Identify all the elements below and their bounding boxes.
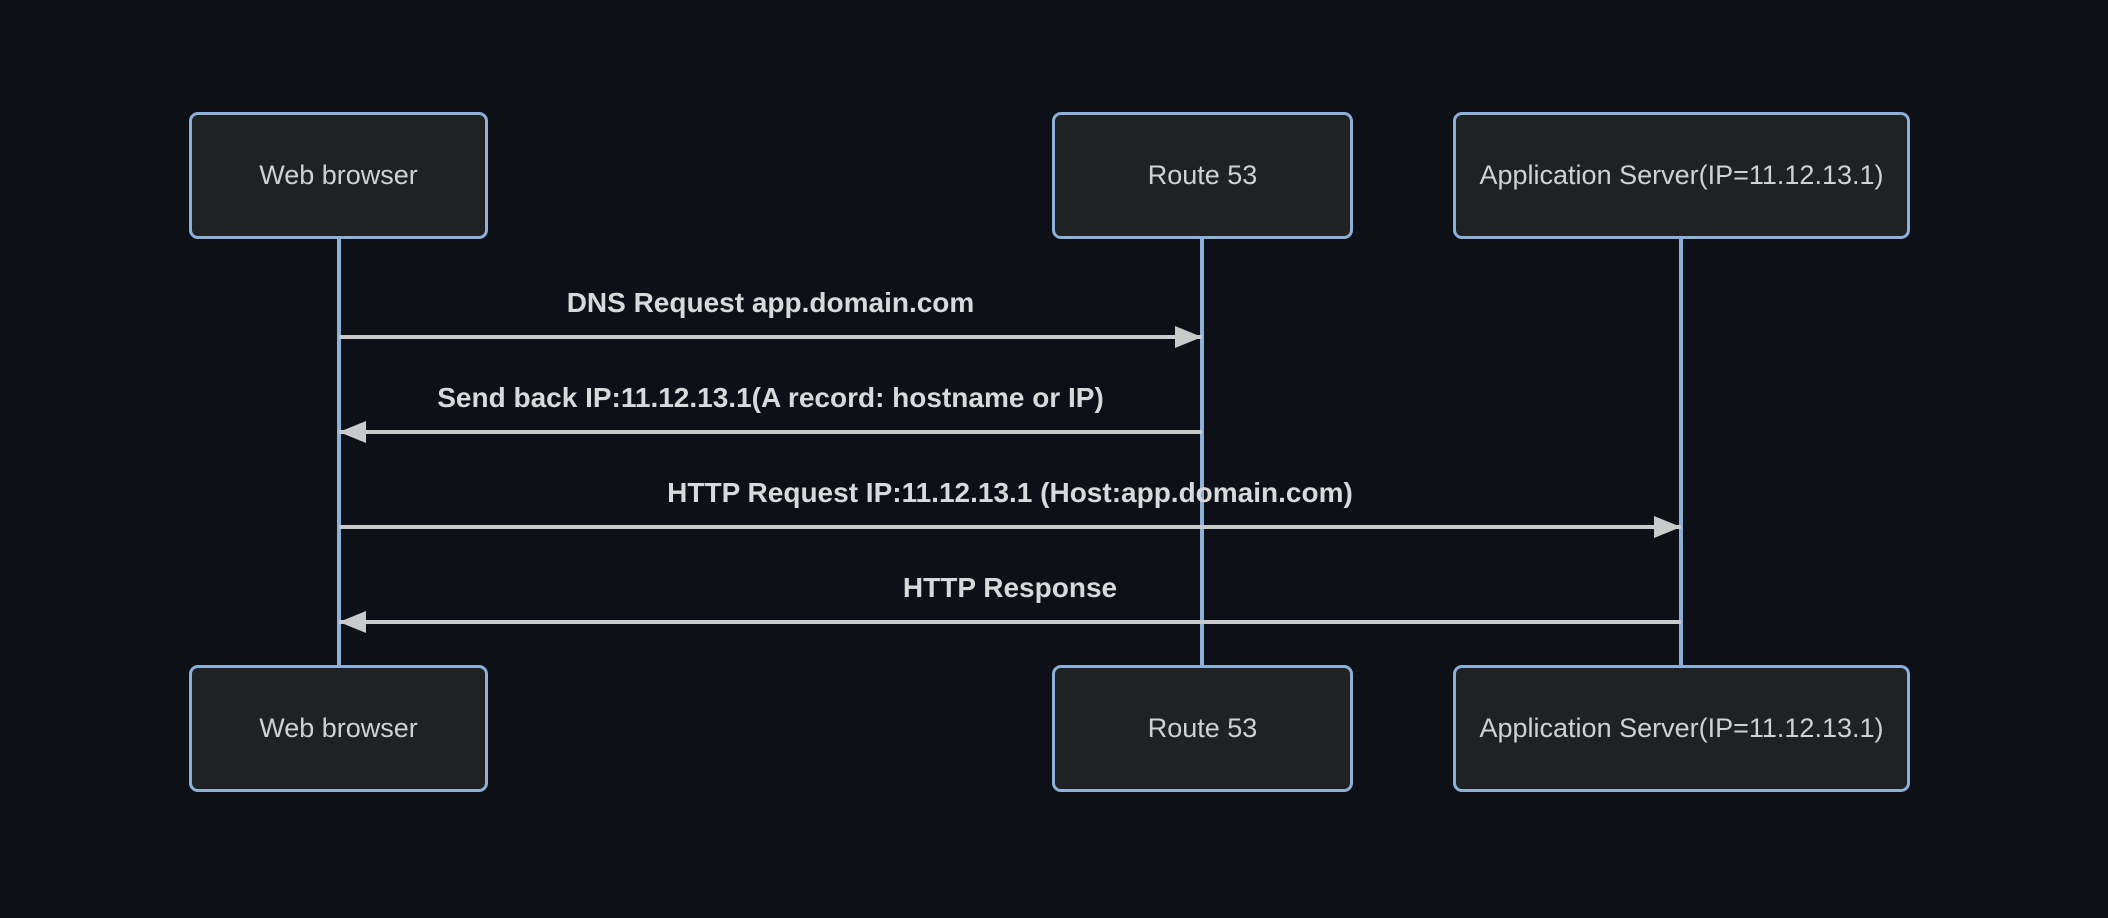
lifeline-web-browser <box>337 239 341 665</box>
message-label-send-back-ip: Send back IP:11.12.13.1(A record: hostna… <box>437 382 1104 413</box>
message-label-dns-request: DNS Request app.domain.com <box>566 287 975 318</box>
message-line-dns-request <box>339 335 1202 339</box>
arrow-head-right-icon <box>1654 516 1681 538</box>
lifeline-route53 <box>1200 239 1204 665</box>
actor-box-application-server-bottom: Application Server(IP=11.12.13.1) <box>1453 665 1910 792</box>
arrow-head-left-icon <box>339 611 366 633</box>
actor-box-route53-top: Route 53 <box>1052 112 1353 239</box>
actor-box-route53-bottom: Route 53 <box>1052 665 1353 792</box>
arrow-head-right-icon <box>1175 326 1202 348</box>
actor-label-route53-bottom: Route 53 <box>1147 713 1258 743</box>
arrow-head-left-icon <box>339 421 366 443</box>
message-line-http-response <box>339 620 1681 624</box>
message-label-http-request: HTTP Request IP:11.12.13.1 (Host:app.dom… <box>667 477 1353 508</box>
actor-label-web-browser-top: Web browser <box>259 160 418 190</box>
lifeline-application-server <box>1679 239 1683 665</box>
actor-box-application-server-top: Application Server(IP=11.12.13.1) <box>1453 112 1910 239</box>
actor-label-web-browser-bottom: Web browser <box>259 713 418 743</box>
actor-label-route53-top: Route 53 <box>1147 160 1258 190</box>
message-label-http-response: HTTP Response <box>902 572 1118 603</box>
actor-label-application-server-top: Application Server(IP=11.12.13.1) <box>1479 160 1884 190</box>
actor-box-web-browser-bottom: Web browser <box>189 665 488 792</box>
message-line-http-request <box>339 525 1681 529</box>
message-line-send-back-ip <box>339 430 1202 434</box>
actor-label-application-server-bottom: Application Server(IP=11.12.13.1) <box>1479 713 1884 743</box>
actor-box-web-browser-top: Web browser <box>189 112 488 239</box>
